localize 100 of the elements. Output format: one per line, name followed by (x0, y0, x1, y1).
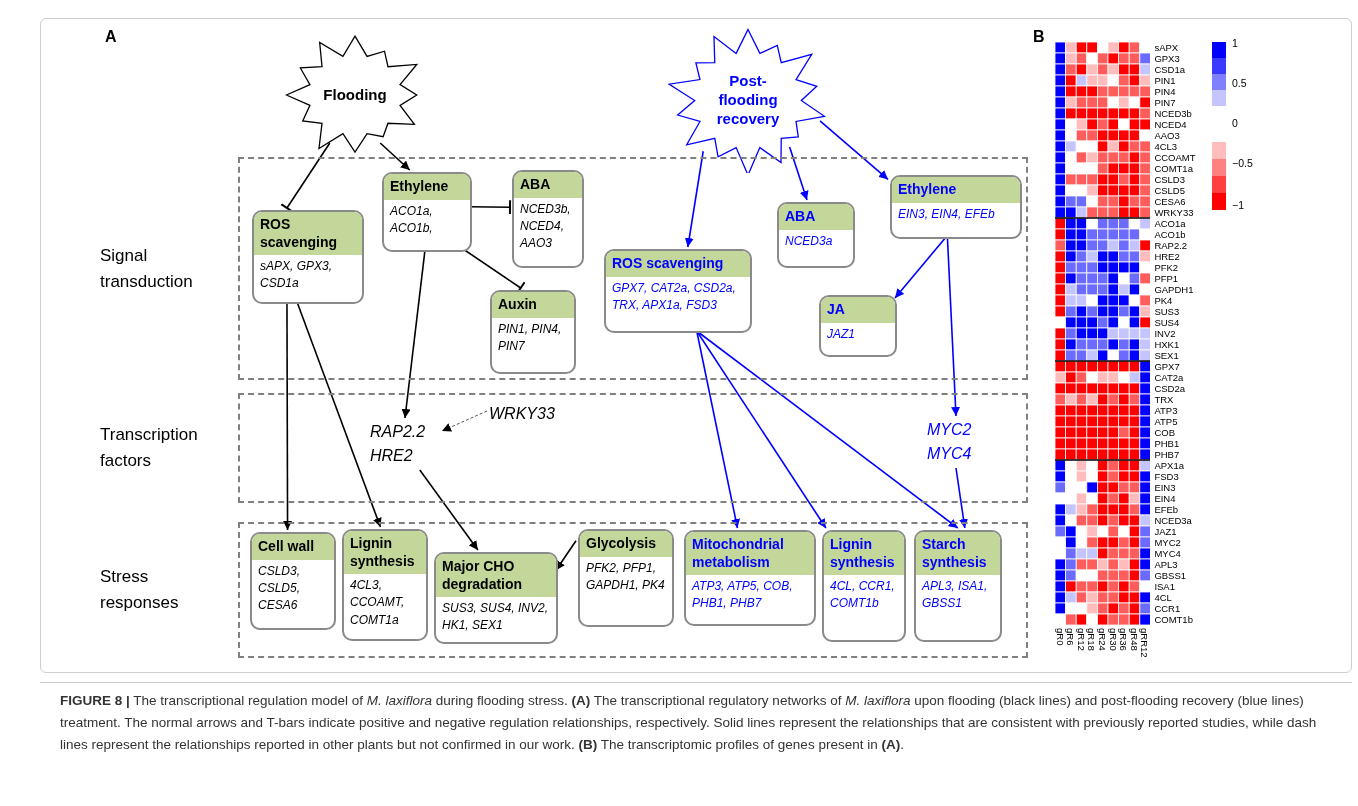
process-box (512, 170, 584, 268)
gene-row-label: ACO1a (1154, 219, 1186, 229)
gene-list: ATP3, ATP5, COB, PHB1, PHB7 (686, 575, 814, 613)
gene-row-label: CESA6 (1154, 197, 1186, 207)
gene-row-label: CAT2a (1154, 373, 1184, 383)
arrow (419, 469, 479, 551)
gene-list: NCED3a (779, 229, 853, 250)
gene-row-label: SEX1 (1154, 351, 1179, 361)
process-box (490, 290, 576, 374)
gene-row-label: GPX3 (1154, 54, 1180, 64)
gene-row-label: EIN4 (1154, 494, 1176, 504)
box-heading: ROS scavenging (254, 212, 362, 255)
gene-list: PFK2, PFP1, GAPDH1, PK4 (580, 556, 672, 595)
arrow (788, 146, 809, 201)
panel-letter: A (105, 27, 117, 47)
box-heading: JA (821, 297, 895, 323)
box-heading: Glycolysis (580, 531, 672, 557)
box-heading: ROS scavenging (606, 251, 750, 277)
gene-list: PIN1, PIN4, PIN7 (492, 317, 574, 356)
gene-list: 4CL, CCR1, COMT1b (824, 575, 904, 613)
gene-row-label: RAP2.2 (1154, 241, 1188, 251)
arrow (695, 330, 827, 529)
gene-list: NCED3b, NCED4, AAO3 (514, 197, 582, 253)
box-heading: Cell wall (252, 534, 334, 560)
gene-list: SUS3, SUS4, INV2, HK1, SEX1 (436, 597, 556, 635)
gene-row-label: PK4 (1154, 296, 1173, 306)
gene-list: 4CL3, CCOAMT, COMT1a (344, 574, 426, 630)
column-label: gR0 (1055, 628, 1065, 646)
gene-row-label: SUS4 (1154, 318, 1180, 328)
gene-row-label: 4CL3 (1154, 142, 1178, 152)
box-heading: ABA (779, 204, 853, 230)
arrow (946, 236, 961, 417)
gene-row-label: SUS3 (1154, 307, 1180, 317)
column-label: gR12 (1076, 628, 1086, 651)
gene-row-label: EIN3 (1154, 483, 1176, 493)
gene-label: RAP2.2 HRE2 (370, 420, 444, 472)
box-heading: Major CHO degradation (436, 554, 556, 597)
gene-row-label: FSD3 (1154, 472, 1179, 482)
arrow (441, 410, 488, 432)
scale-tick-label: 0.5 (1232, 78, 1247, 89)
gene-row-label: PIN1 (1154, 76, 1176, 86)
gene-row-label: CCR1 (1154, 604, 1181, 614)
gene-list: JAZ1 (821, 322, 895, 343)
gene-row-label: ATP5 (1154, 417, 1178, 427)
arrow (379, 142, 411, 171)
band-label: Transcription factors (100, 423, 199, 472)
burst-label: Flooding (322, 85, 388, 105)
process-box (434, 552, 558, 644)
process-box (604, 249, 752, 333)
burst-label: Post-flooding recovery (715, 72, 781, 129)
gene-row-label: INV2 (1154, 329, 1176, 339)
process-box (342, 529, 428, 641)
column-label: gR6 (1065, 628, 1076, 646)
gene-list: ACO1a, ACO1b, (384, 199, 470, 238)
gene-row-label: CSD1a (1154, 65, 1185, 75)
box-heading: ABA (514, 172, 582, 198)
gene-row-label: COMT1a (1154, 164, 1193, 174)
gene-list: GPX7, CAT2a, CSD2a, TRX, APX1a, FSD3 (606, 276, 750, 315)
process-box (890, 175, 1022, 239)
gene-row-label: HXK1 (1154, 340, 1180, 350)
inhibition-line (280, 142, 331, 213)
gene-row-label: 4CL (1154, 593, 1172, 603)
gene-row-label: ISA1 (1154, 582, 1175, 592)
column-label: gRR12 (1139, 628, 1150, 658)
scale-tick-label: 0 (1232, 118, 1238, 129)
column-label: gR30 (1108, 628, 1118, 651)
gene-row-label: HRE2 (1154, 252, 1180, 262)
gene-row-label: JAZ1 (1154, 527, 1177, 537)
gene-label: WRKY33 (489, 402, 561, 424)
gene-row-label: PIN4 (1154, 87, 1176, 97)
process-box (777, 202, 855, 268)
process-box (684, 530, 816, 626)
band-label: Signal transduction (100, 244, 194, 293)
gene-row-label: EFEb (1154, 505, 1179, 515)
arrow (894, 236, 947, 299)
gene-row-label: WRKY33 (1154, 208, 1194, 218)
figure-caption: FIGURE 8 | The transcriptional regulation model of M. laxiflora during flooding stress. (A) The transcriptional regulatory networks of M. laxiflora upon flooding (black lines) and post-flooding recovery (blue lines) treatment. The normal arrows and T-bars indicate positive and negative regulation relationships, respectively. Solid lines represent the relationships that are consistent with previously reported studies, while dash lines represent the relationships reported in other plants but not confirmed in our work. (B) The transcriptomic profiles of genes present in (A). (60, 692, 1318, 754)
gene-row-label: MYC2 (1154, 538, 1181, 548)
gene-row-label: MYC4 (1154, 549, 1181, 559)
scale-tick-label: −0.5 (1232, 158, 1253, 169)
box-heading: Auxin (492, 292, 574, 318)
gene-row-label: PHB7 (1154, 450, 1180, 460)
gene-row-label: CSLD5 (1154, 186, 1185, 196)
gene-row-label: COB (1154, 428, 1175, 438)
arrow (819, 120, 889, 181)
scale-tick-label: 1 (1232, 38, 1238, 49)
gene-row-label: APX1a (1154, 461, 1184, 471)
box-heading: Mitochondrial metabolism (686, 532, 814, 575)
gene-row-label: ACO1b (1154, 230, 1186, 240)
arrow (401, 249, 426, 419)
column-label: gR36 (1118, 628, 1129, 651)
arrow (283, 301, 293, 531)
process-box (819, 295, 897, 357)
box-heading: Ethylene (384, 174, 470, 200)
arrow (695, 330, 741, 529)
gene-list: EIN3, EIN4, EFEb (892, 202, 1020, 223)
gene-row-label: NCED3a (1154, 516, 1192, 526)
process-box (382, 172, 472, 252)
gene-row-label: NCED3b (1154, 109, 1192, 119)
gene-row-label: PIN7 (1154, 98, 1176, 108)
